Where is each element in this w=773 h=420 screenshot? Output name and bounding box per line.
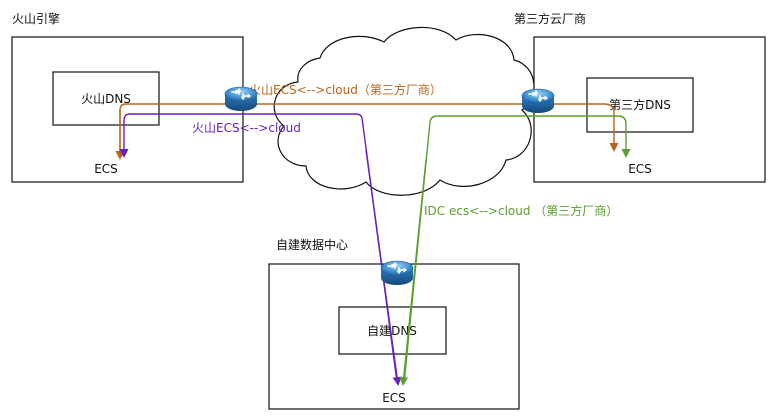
route-idc-third-party xyxy=(403,115,631,385)
route-volcano-self-dc xyxy=(119,113,398,383)
route-label-volcano-self-dc: 火山ECS<-->cloud xyxy=(192,121,301,135)
router-icon xyxy=(380,260,414,286)
self-dc-ecs-label: ECS xyxy=(382,391,406,405)
third-party-ecs-label: ECS xyxy=(628,162,652,176)
cloud-icon xyxy=(273,26,535,196)
volcano-ecs-label: ECS xyxy=(94,162,118,176)
router-icon xyxy=(224,86,258,112)
route-idc-third-party-head xyxy=(399,159,427,386)
third-party-dns-label: 第三方DNS xyxy=(609,97,671,112)
self-dc-zone-title: 自建数据中心 xyxy=(276,237,348,252)
volcano-dns-label: 火山DNS xyxy=(81,92,131,106)
self-dc-dns-label: 自建DNS xyxy=(367,324,417,338)
router-icon xyxy=(521,88,555,114)
third-party-dns-box xyxy=(586,77,694,133)
third-party-zone-title: 第三方云厂商 xyxy=(514,11,586,26)
route-label-volcano-third-party: 火山ECS<-->cloud（第三方厂商） xyxy=(249,82,442,97)
volcano-zone-title: 火山引擎 xyxy=(12,11,60,26)
route-label-idc-third-party: IDC ecs<-->cloud （第三方厂商） xyxy=(424,203,618,218)
volcano-dns-box xyxy=(52,71,160,126)
route-volcano-third-party xyxy=(119,103,619,158)
